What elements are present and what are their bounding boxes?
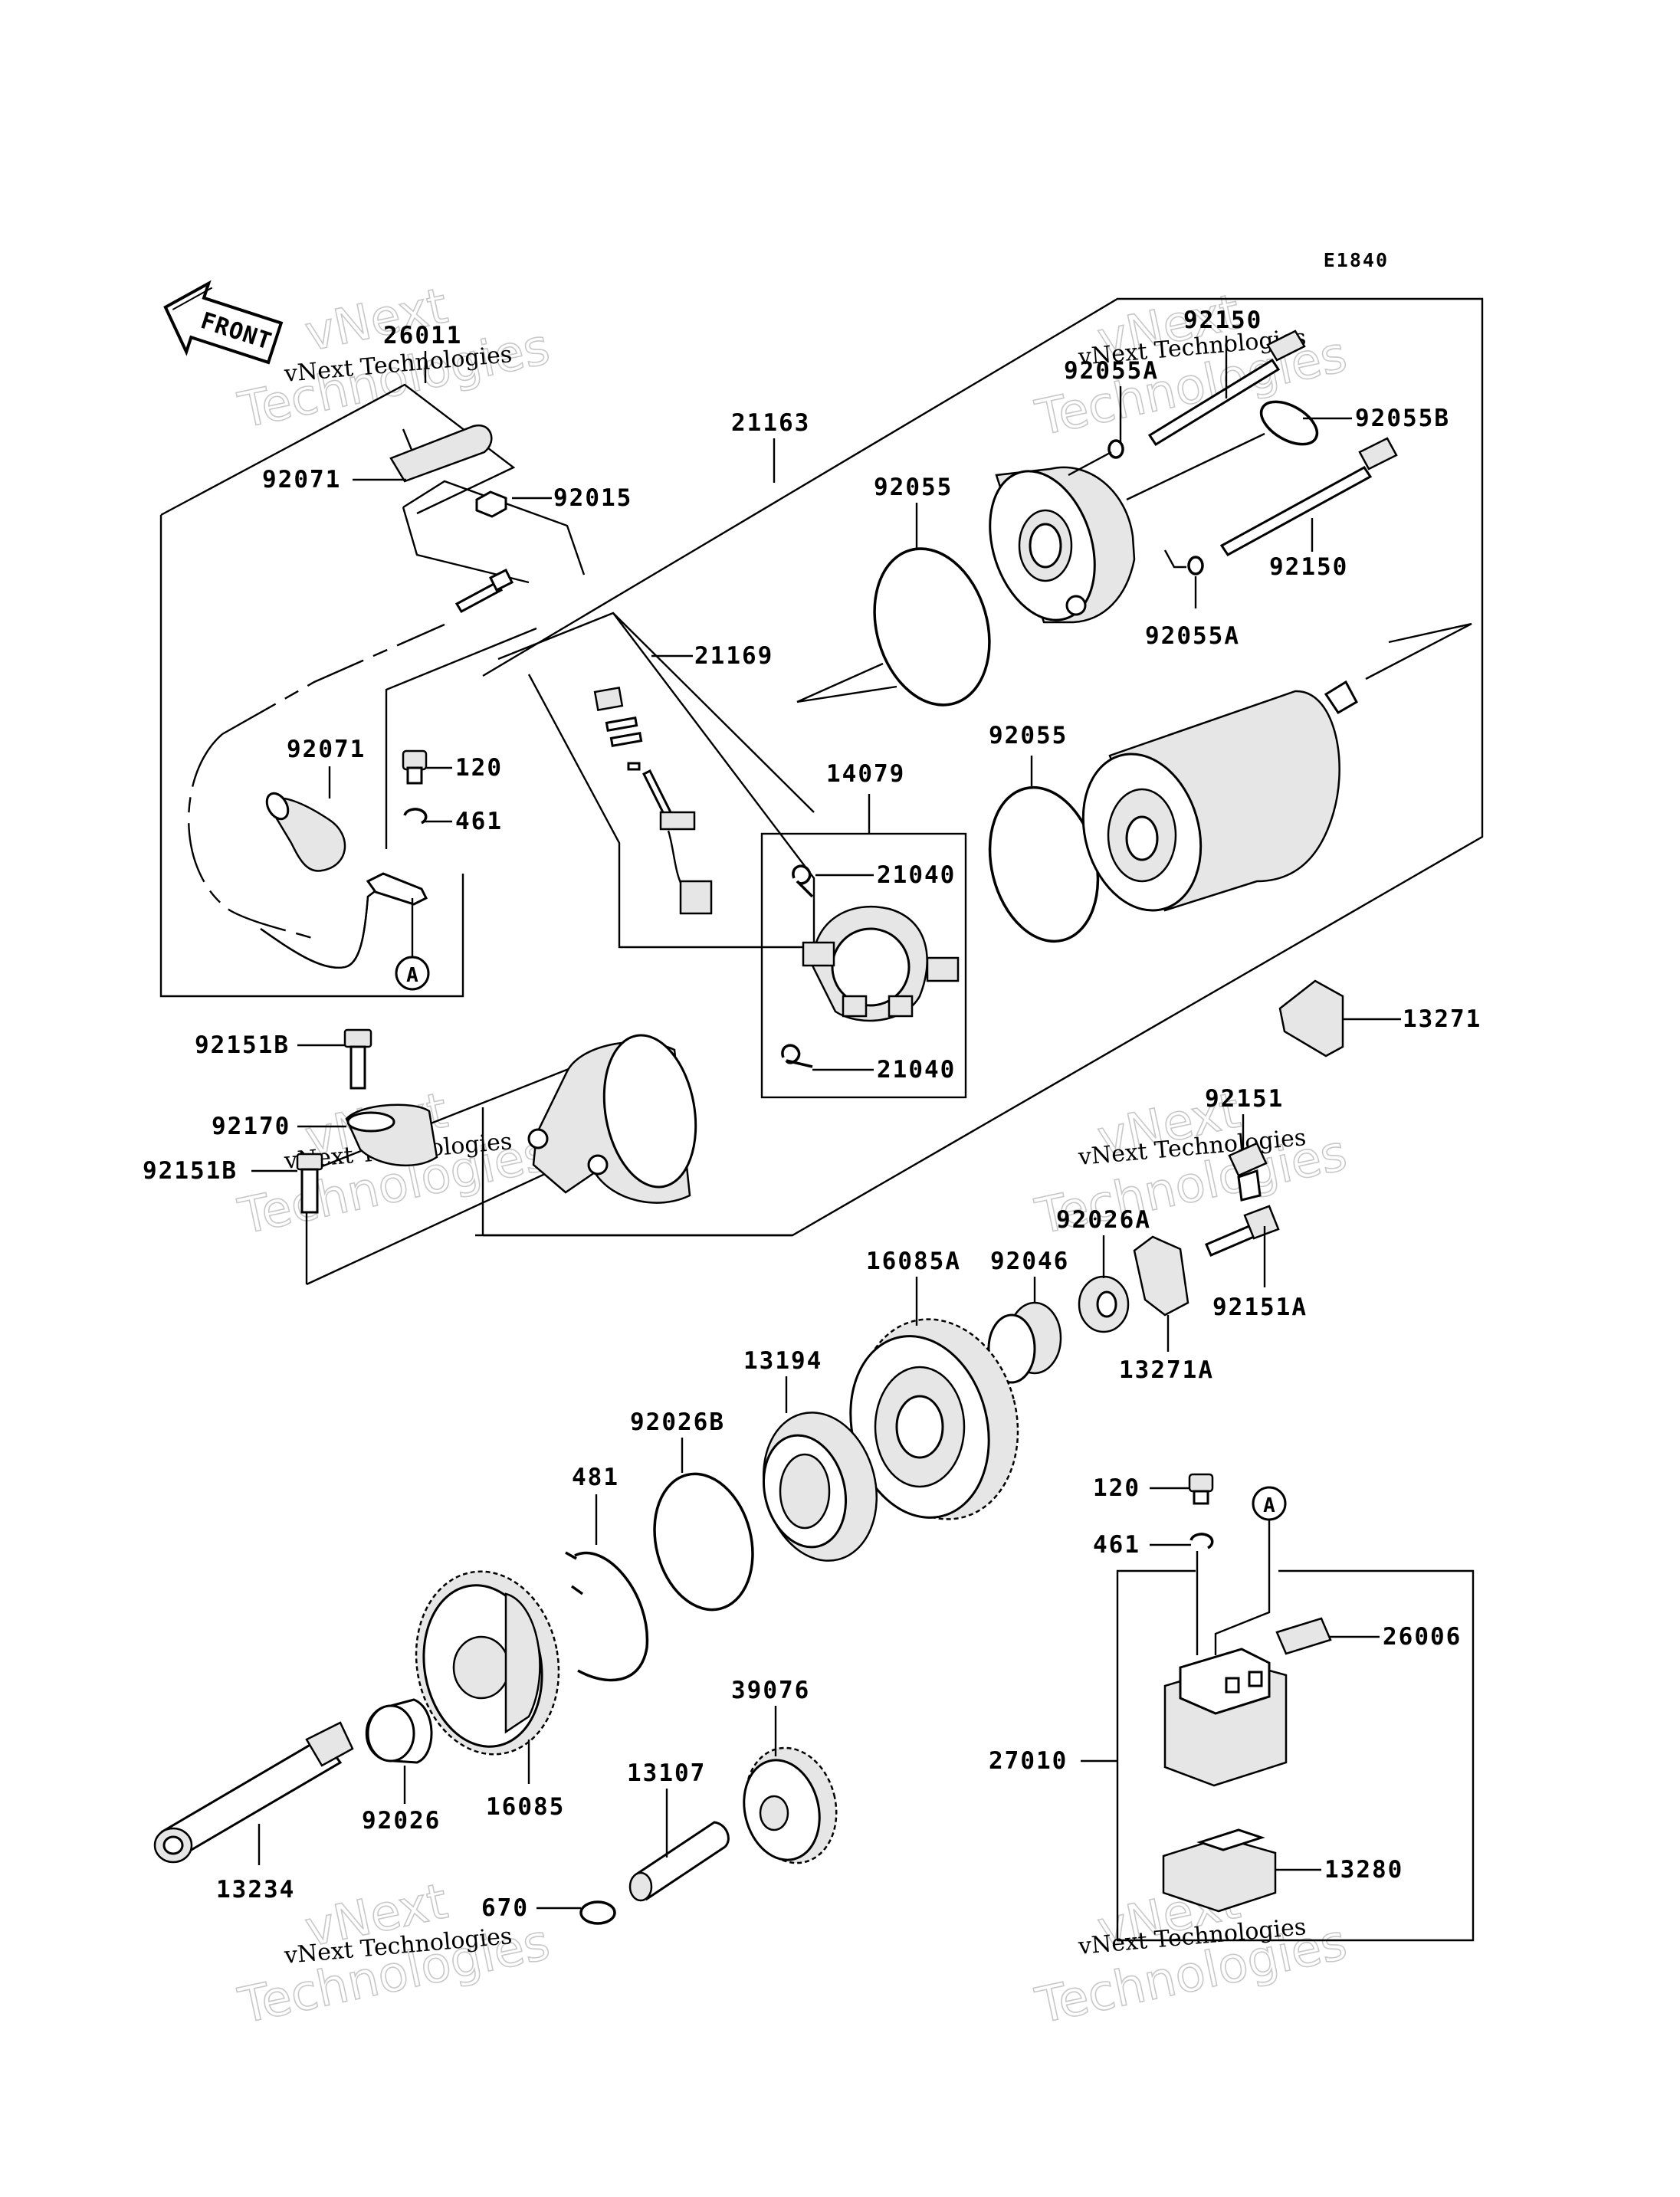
label-461-bottom: 461 bbox=[1093, 1531, 1140, 1559]
label-92170: 92170 bbox=[212, 1113, 290, 1140]
bracket-13271a bbox=[1133, 1235, 1189, 1317]
clutch-13194 bbox=[762, 1412, 878, 1562]
label-92151b-bottom: 92151B bbox=[143, 1157, 238, 1185]
washer-461-bottom bbox=[1189, 1533, 1214, 1549]
front-housing bbox=[527, 1034, 697, 1204]
needle-bearing-92046 bbox=[987, 1301, 1062, 1384]
label-670: 670 bbox=[481, 1894, 529, 1922]
label-13271: 13271 bbox=[1403, 1005, 1481, 1033]
terminal-bolt bbox=[454, 568, 514, 613]
label-21163: 21163 bbox=[731, 409, 810, 437]
label-92055a-bottom: 92055A bbox=[1145, 622, 1240, 650]
label-92055-top: 92055 bbox=[874, 474, 953, 501]
label-13271a: 13271A bbox=[1119, 1356, 1214, 1384]
label-92150-bottom: 92150 bbox=[1269, 553, 1348, 581]
o-ring-670 bbox=[579, 1900, 616, 1925]
snap-ring-481 bbox=[574, 1551, 649, 1682]
brush-plate-box bbox=[760, 832, 967, 1099]
screw-120-bottom bbox=[1188, 1473, 1214, 1505]
screw-120-top bbox=[402, 749, 428, 785]
diagram-code: E1840 bbox=[1324, 249, 1389, 271]
o-ring-92055-top bbox=[873, 547, 991, 707]
washer-92026a bbox=[1078, 1275, 1130, 1333]
watermark-top-left: Technologies vNext vNext Technologies bbox=[233, 277, 555, 441]
label-92055b: 92055B bbox=[1355, 405, 1450, 432]
label-92055-mid: 92055 bbox=[989, 722, 1068, 749]
label-92026b: 92026B bbox=[630, 1408, 725, 1436]
bolt-92151b-top bbox=[343, 1028, 372, 1090]
label-92150-top: 92150 bbox=[1183, 307, 1262, 334]
relay-box bbox=[1116, 1569, 1475, 1942]
label-26006: 26006 bbox=[1383, 1623, 1462, 1651]
starter-assembly-outline bbox=[475, 297, 1484, 1237]
label-92015: 92015 bbox=[553, 484, 632, 512]
label-120-top: 120 bbox=[455, 754, 503, 782]
label-13234: 13234 bbox=[216, 1876, 295, 1904]
bolt-92151a bbox=[1205, 1205, 1280, 1257]
label-92071-lower: 92071 bbox=[287, 736, 366, 763]
boot-cap-92071-top bbox=[389, 424, 493, 483]
label-92071-top: 92071 bbox=[262, 466, 341, 494]
relay-cover-13280 bbox=[1162, 1828, 1277, 1913]
label-21169: 21169 bbox=[694, 642, 773, 670]
o-ring-92055a-bottom bbox=[1187, 556, 1204, 575]
brush-plate-14079 bbox=[781, 864, 960, 1068]
bolt-92151 bbox=[1228, 1142, 1268, 1202]
svg-text:A: A bbox=[1263, 1494, 1275, 1517]
bolt-92151b-bottom bbox=[296, 1153, 323, 1214]
front-arrow-icon: FRONT bbox=[163, 280, 284, 365]
brush-parts-21169 bbox=[593, 686, 713, 915]
collar-92026 bbox=[365, 1698, 433, 1764]
leader-lines bbox=[251, 336, 1401, 1910]
harness-outline bbox=[159, 383, 586, 998]
gear-16085 bbox=[415, 1570, 560, 1756]
long-bolt-92150-top bbox=[1147, 330, 1306, 447]
gear-16085a bbox=[849, 1318, 1019, 1520]
boot-cap-92071-lower bbox=[265, 792, 346, 872]
clamp-92170 bbox=[345, 1103, 438, 1167]
label-39076: 39076 bbox=[731, 1677, 810, 1704]
pin-13107 bbox=[628, 1821, 730, 1902]
label-27010: 27010 bbox=[989, 1747, 1068, 1775]
label-461-top: 461 bbox=[455, 808, 503, 835]
label-14079: 14079 bbox=[826, 760, 905, 788]
label-13107: 13107 bbox=[627, 1759, 706, 1787]
label-21040-top: 21040 bbox=[877, 861, 956, 889]
label-16085a: 16085A bbox=[866, 1248, 961, 1275]
terminal-bracket bbox=[366, 872, 428, 906]
o-ring-92055a-top bbox=[1107, 439, 1124, 459]
label-120-bottom: 120 bbox=[1093, 1474, 1140, 1502]
label-21040-bottom: 21040 bbox=[877, 1056, 956, 1084]
o-ring-92055b bbox=[1259, 400, 1319, 446]
relay-27010 bbox=[1163, 1648, 1288, 1787]
motor-yoke bbox=[1081, 680, 1359, 912]
label-92151a: 92151A bbox=[1212, 1294, 1308, 1321]
label-92046: 92046 bbox=[990, 1248, 1069, 1275]
gear-39076 bbox=[743, 1746, 838, 1864]
bracket-13271 bbox=[1278, 979, 1344, 1058]
fuse-26006 bbox=[1275, 1617, 1332, 1655]
ref-marker-a-left: A bbox=[395, 956, 430, 991]
ref-marker-a-right: A bbox=[1252, 1486, 1287, 1521]
label-92151b-top: 92151B bbox=[195, 1031, 290, 1059]
label-92026: 92026 bbox=[362, 1807, 441, 1835]
label-13194: 13194 bbox=[743, 1347, 822, 1375]
ring-92026b bbox=[653, 1472, 754, 1612]
label-26011: 26011 bbox=[383, 322, 462, 349]
long-bolt-92150-bottom bbox=[1219, 437, 1398, 556]
label-16085: 16085 bbox=[486, 1793, 565, 1821]
shaft-13234 bbox=[153, 1721, 354, 1864]
part-labels: 26011 92071 92015 21163 92150 92055A 920… bbox=[143, 307, 1481, 1922]
label-481: 481 bbox=[572, 1464, 619, 1491]
label-13280: 13280 bbox=[1324, 1856, 1403, 1884]
washer-461-top bbox=[403, 808, 428, 825]
end-cover bbox=[989, 466, 1136, 624]
label-92151: 92151 bbox=[1205, 1085, 1284, 1113]
svg-text:A: A bbox=[406, 964, 418, 987]
nut-92015 bbox=[475, 490, 507, 518]
label-92026a: 92026A bbox=[1056, 1206, 1151, 1234]
label-92055a-top: 92055A bbox=[1064, 357, 1159, 385]
